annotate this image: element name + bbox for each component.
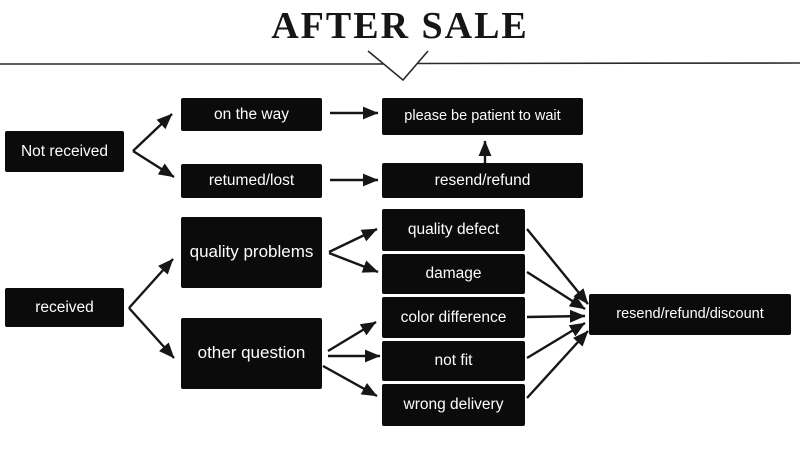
node-color-difference: color difference [382, 297, 525, 338]
arrows-other-question-fork [322, 320, 381, 398]
node-wrong-delivery: wrong delivery [382, 384, 525, 426]
node-returned-lost: retumed/lost [181, 164, 322, 198]
node-resend-refund: resend/refund [382, 163, 583, 198]
arrows-converge-to-discount [526, 228, 589, 399]
node-received: received [5, 288, 124, 327]
chevron-down-icon [367, 50, 429, 82]
node-not-received: Not received [5, 131, 124, 172]
node-please-be-patient: please be patient to wait [382, 98, 583, 135]
arrows-received-fork [128, 258, 175, 359]
node-resend-refund-discount: resend/refund/discount [589, 294, 791, 335]
node-quality-problems: quality problems [181, 217, 322, 288]
node-on-the-way: on the way [181, 98, 322, 131]
header-divider [0, 62, 800, 65]
node-not-fit: not fit [382, 341, 525, 381]
arrows-not-received-fork [132, 113, 175, 179]
node-quality-defect: quality defect [382, 209, 525, 251]
node-other-question: other question [181, 318, 322, 389]
diagram-title: AFTER SALE [271, 5, 529, 47]
arrows-quality-problems-fork [328, 227, 379, 274]
node-damage: damage [382, 254, 525, 294]
